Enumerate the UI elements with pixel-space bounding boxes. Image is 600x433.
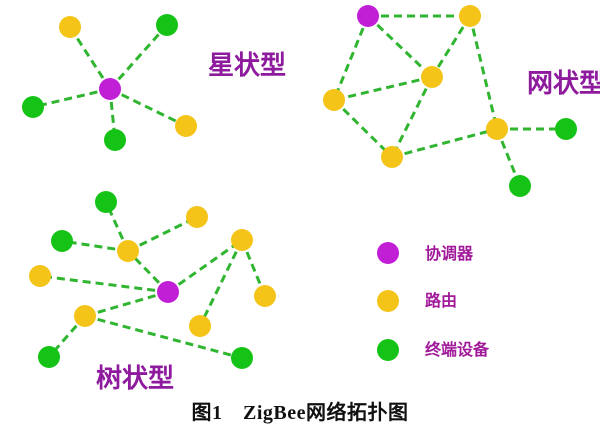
legend-end-device-label: 终端设备 <box>425 340 490 359</box>
star-end-device-node-3 <box>22 96 44 118</box>
mesh-end-device-node-6 <box>555 118 577 140</box>
tree-end-device-node-2 <box>95 191 117 213</box>
tree-router-node-1 <box>117 240 139 262</box>
mesh-topology <box>323 5 577 197</box>
tree-topology <box>29 191 276 369</box>
star-topology-label: 星状型 <box>208 51 286 81</box>
legend-coordinator-label: 协调器 <box>425 244 474 263</box>
star-link-3 <box>109 87 187 128</box>
mesh-router-node-3 <box>323 89 345 111</box>
star-end-device-node-5 <box>104 129 126 151</box>
tree-end-device-node-4 <box>51 230 73 252</box>
mesh-link-4 <box>468 15 499 130</box>
mesh-topology-label: 网状型 <box>527 69 600 99</box>
star-coordinator-node-0 <box>99 78 121 100</box>
mesh-end-device-node-7 <box>509 175 531 197</box>
mesh-router-node-4 <box>486 118 508 140</box>
legend-router-label: 路由 <box>425 291 457 310</box>
tree-link-5 <box>167 238 243 294</box>
mesh-link-10 <box>495 128 522 187</box>
star-link-0 <box>68 26 112 90</box>
mesh-coordinator-node-0 <box>357 5 379 27</box>
tree-link-10 <box>84 314 243 360</box>
star-router-node-4 <box>175 115 197 137</box>
tree-coordinator-node-0 <box>157 281 179 303</box>
tree-router-node-7 <box>254 285 276 307</box>
legend-coordinator-dot <box>377 242 399 264</box>
mesh-router-node-2 <box>421 66 443 88</box>
tree-end-device-node-11 <box>231 347 253 369</box>
tree-link-3 <box>61 239 129 253</box>
mesh-link-8 <box>391 127 498 159</box>
mesh-link-7 <box>332 98 394 159</box>
mesh-link-6 <box>390 76 434 158</box>
tree-link-0 <box>126 249 170 294</box>
star-link-1 <box>108 24 169 90</box>
mesh-link-1 <box>366 14 434 79</box>
star-router-node-1 <box>59 16 81 38</box>
tree-router-node-6 <box>231 229 253 251</box>
mesh-router-node-1 <box>459 5 481 27</box>
mesh-link-5 <box>333 75 433 102</box>
mesh-link-2 <box>332 15 370 101</box>
mesh-router-node-5 <box>381 146 403 168</box>
legend-end-device-dot <box>377 339 399 361</box>
star-topology <box>22 14 197 151</box>
tree-router-node-5 <box>29 265 51 287</box>
star-end-device-node-2 <box>156 14 178 36</box>
tree-link-4 <box>39 274 169 294</box>
star-link-2 <box>32 87 111 109</box>
tree-topology-label: 树状型 <box>96 364 174 394</box>
tree-link-6 <box>240 239 267 297</box>
legend: 协调器 路由 终端设备 <box>377 242 490 361</box>
tree-link-8 <box>84 290 169 318</box>
tree-end-device-node-10 <box>38 346 60 368</box>
figure-caption: 图1 ZigBee网络拓扑图 <box>191 402 409 424</box>
mesh-link-3 <box>430 15 472 78</box>
tree-link-7 <box>198 239 244 327</box>
tree-router-node-8 <box>189 315 211 337</box>
legend-router-dot <box>377 290 399 312</box>
tree-link-2 <box>127 215 198 253</box>
tree-router-node-9 <box>74 305 96 327</box>
tree-router-node-3 <box>186 206 208 228</box>
